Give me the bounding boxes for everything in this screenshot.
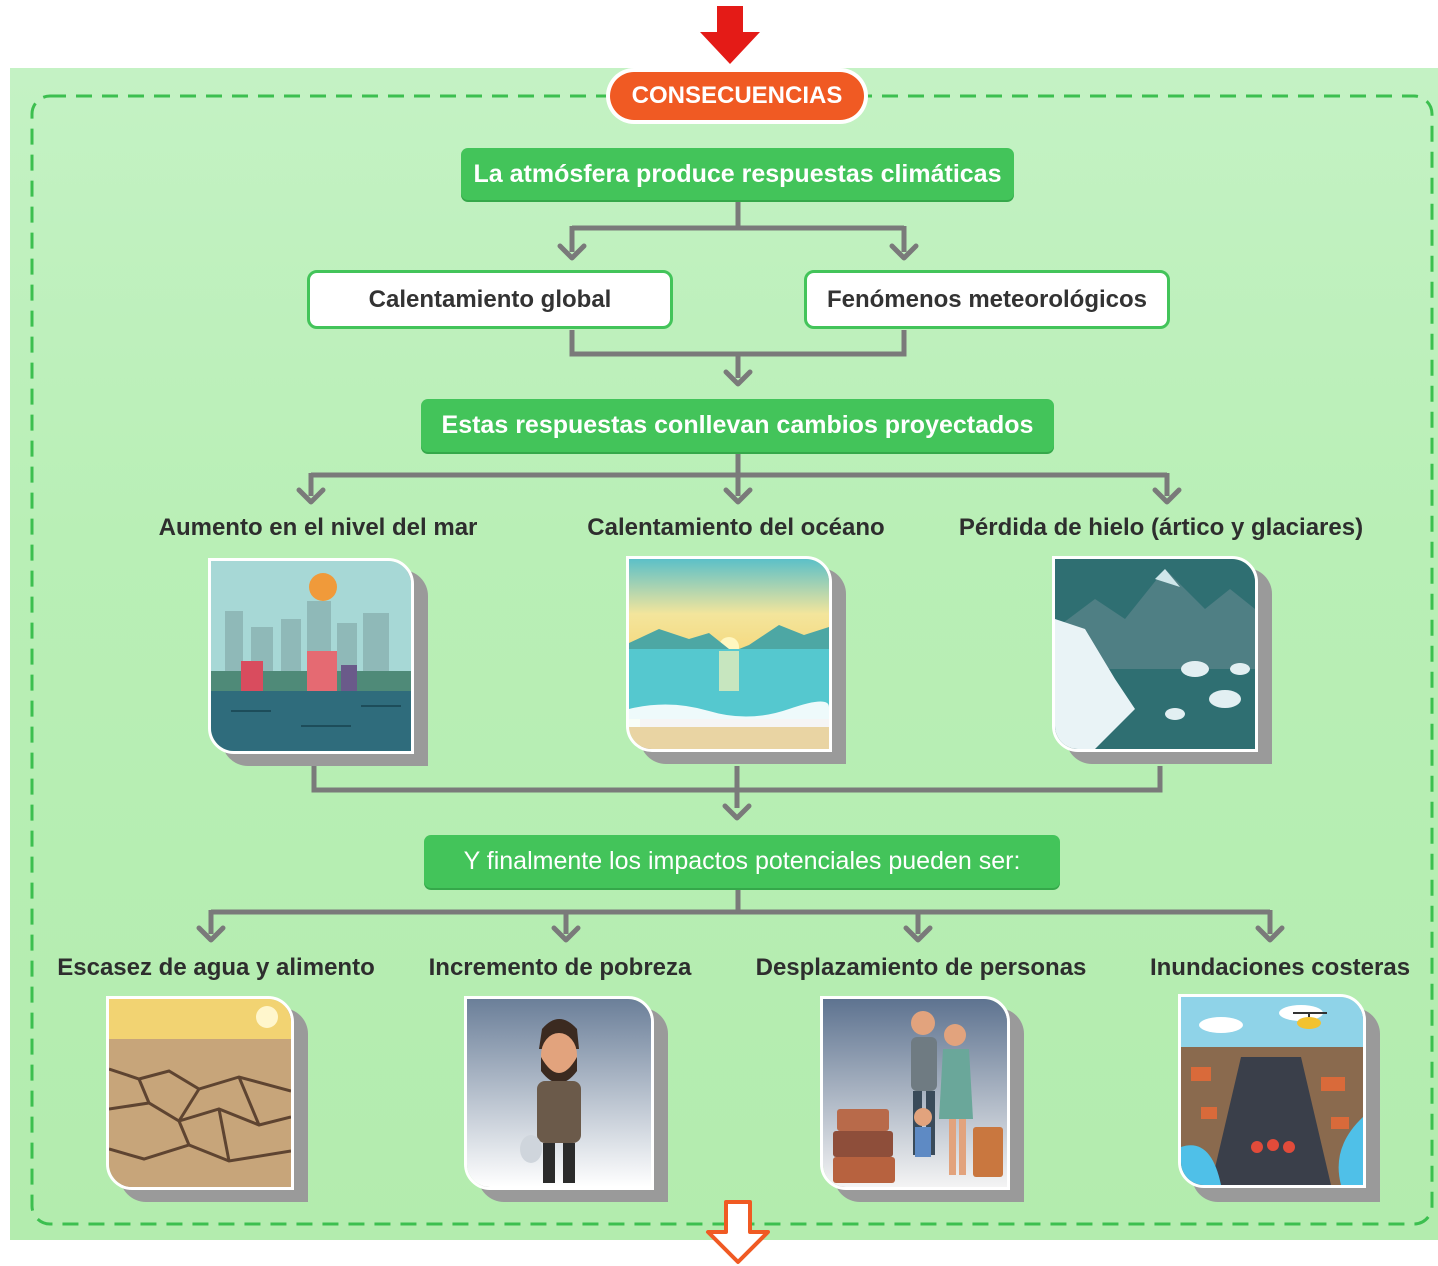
step-projected-changes: Estas respuestas conllevan cambios proye… <box>421 399 1054 452</box>
impact-displacement-label: Desplazamiento de personas <box>755 954 1087 981</box>
impact-poverty-label: Incremento de pobreza <box>428 954 692 981</box>
melting-glacier-illustration <box>1052 556 1258 752</box>
change-sea-level-label: Aumento en el nivel del mar <box>158 514 478 541</box>
ocean-sunset-illustration <box>626 556 832 752</box>
consecuencias-badge: CONSECUENCIAS <box>610 72 864 120</box>
bottom-down-arrow-icon <box>706 1200 770 1264</box>
flooded-city-illustration <box>208 558 414 754</box>
poor-man-illustration <box>464 996 654 1190</box>
response-global-warming: Calentamiento global <box>307 270 673 329</box>
change-ocean-warming-label: Calentamiento del océano <box>587 514 885 541</box>
impact-coastal-flooding-label: Inundaciones costeras <box>1149 954 1411 981</box>
response-weather-phenomena: Fenómenos meteorológicos <box>804 270 1170 329</box>
impact-scarcity-label: Escasez de agua y alimento <box>57 954 375 981</box>
cracked-earth-illustration <box>106 996 294 1190</box>
step-potential-impacts: Y finalmente los impactos potenciales pu… <box>424 835 1060 888</box>
top-down-arrow-icon <box>697 3 763 67</box>
step-atmosphere-responses: La atmósfera produce respuestas climátic… <box>461 148 1014 200</box>
change-ice-loss-label: Pérdida de hielo (ártico y glaciares) <box>958 514 1364 541</box>
displaced-family-illustration <box>820 996 1010 1190</box>
flooded-street-illustration <box>1178 994 1366 1188</box>
